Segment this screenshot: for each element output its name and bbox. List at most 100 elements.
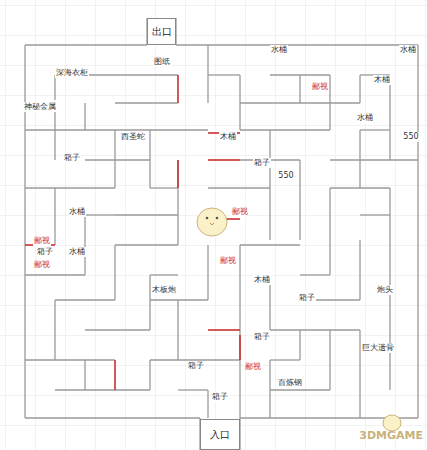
- gate-label: 出口: [152, 25, 172, 39]
- hazard-label: 鄙视: [311, 82, 329, 92]
- wall-line: [208, 159, 240, 161]
- item-label: 木桶: [219, 132, 237, 142]
- wall-line: [85, 214, 115, 215]
- wall-line: [208, 329, 240, 331]
- gate-box: 出口: [147, 18, 176, 45]
- item-label: 箱子: [211, 392, 229, 402]
- wall-line: [24, 45, 25, 418]
- item-label: 水桶: [270, 45, 288, 55]
- wall-line: [25, 417, 200, 418]
- wall-line: [149, 360, 150, 390]
- wall-line: [269, 188, 270, 240]
- item-label: 箱子: [253, 158, 271, 168]
- item-label: 550: [402, 132, 419, 142]
- chick-icon: [197, 208, 401, 431]
- item-label: 深海衣柜: [55, 68, 89, 78]
- wall-line: [359, 75, 360, 103]
- hazard-label: 鄙视: [219, 256, 237, 266]
- hazard-label: 鄙视: [33, 260, 51, 270]
- item-label: 木板炮: [151, 285, 177, 295]
- wall-line: [360, 214, 390, 215]
- wall-line: [115, 102, 178, 103]
- wall-line: [207, 390, 208, 418]
- hazard-label: 鄙视: [244, 362, 262, 372]
- wall-line: [150, 299, 208, 300]
- wall-line: [84, 215, 85, 275]
- wall-line: [54, 75, 55, 100]
- wall-line: [25, 274, 85, 275]
- wall-line: [239, 245, 240, 330]
- wall-line: [177, 160, 178, 245]
- item-label: 箱子: [63, 153, 81, 163]
- wall-line: [329, 75, 330, 130]
- wall-line: [208, 74, 240, 75]
- item-label: 木桶: [373, 75, 391, 85]
- item-label: 箱子: [253, 332, 271, 342]
- wall-line: [114, 245, 115, 300]
- wall-line: [239, 330, 240, 418]
- gate-label: 入口: [210, 428, 230, 442]
- item-label: 箱子: [187, 361, 205, 371]
- wall-line: [240, 244, 300, 245]
- wall-line: [55, 299, 115, 300]
- wall-line: [269, 360, 270, 418]
- wall-line: [176, 44, 418, 45]
- item-label: 图纸: [153, 57, 171, 67]
- wall-line: [300, 274, 330, 275]
- item-label: 木桶: [253, 275, 271, 285]
- wall-line: [149, 275, 150, 330]
- wall-line: [299, 160, 300, 240]
- wall-line: [25, 44, 147, 45]
- wall-line: [54, 300, 55, 360]
- hazard-label: 鄙视: [231, 207, 249, 217]
- wall-line: [25, 187, 115, 188]
- item-label: 炮头: [376, 285, 394, 295]
- wall-line: [55, 389, 150, 390]
- wall-line: [25, 129, 208, 130]
- wall-line: [389, 188, 390, 300]
- watermark: 3DMGAME: [358, 431, 424, 441]
- item-label: 箱子: [36, 247, 54, 257]
- wall-line: [149, 130, 150, 188]
- wall-line: [25, 359, 115, 360]
- wall-line: [207, 45, 208, 103]
- wall-line: [329, 188, 330, 275]
- wall-line: [240, 129, 330, 130]
- wall-line: [270, 359, 300, 360]
- wall-line: [389, 75, 390, 160]
- wall-line: [359, 240, 360, 300]
- item-label: 水桶: [399, 45, 417, 55]
- wall-line: [360, 129, 390, 130]
- wall-line: [299, 75, 300, 103]
- hazard-label: 鄙视: [33, 236, 51, 246]
- wall-line: [114, 130, 115, 188]
- wall-line: [299, 330, 300, 360]
- wall-line: [330, 187, 390, 188]
- wall-line: [177, 160, 179, 188]
- item-label: 百炼钢: [277, 378, 303, 388]
- item-label: 箱子: [298, 293, 316, 303]
- wall-line: [115, 214, 178, 215]
- item-label: 水桶: [68, 207, 86, 217]
- wall-line: [84, 360, 85, 390]
- item-label: 550: [277, 171, 294, 181]
- wall-line: [208, 187, 270, 188]
- wall-line: [239, 335, 241, 360]
- wall-line: [54, 188, 55, 245]
- wall-line: [270, 329, 360, 330]
- wall-line: [417, 45, 418, 418]
- item-label: 水桶: [68, 247, 86, 257]
- item-label: 西圣蛇: [120, 132, 146, 142]
- wall-line: [270, 389, 330, 390]
- item-label: 巨大遗骨: [361, 343, 395, 353]
- item-label: 神秘金属: [23, 102, 57, 112]
- wall-line: [207, 245, 208, 300]
- wall-line: [85, 329, 150, 330]
- gate-box: 入口: [200, 419, 240, 450]
- wall-line: [150, 187, 178, 188]
- wall-line: [177, 300, 178, 360]
- wall-line: [115, 244, 178, 245]
- wall-line: [330, 159, 418, 160]
- wall-line: [177, 75, 179, 103]
- wall-line: [150, 274, 178, 275]
